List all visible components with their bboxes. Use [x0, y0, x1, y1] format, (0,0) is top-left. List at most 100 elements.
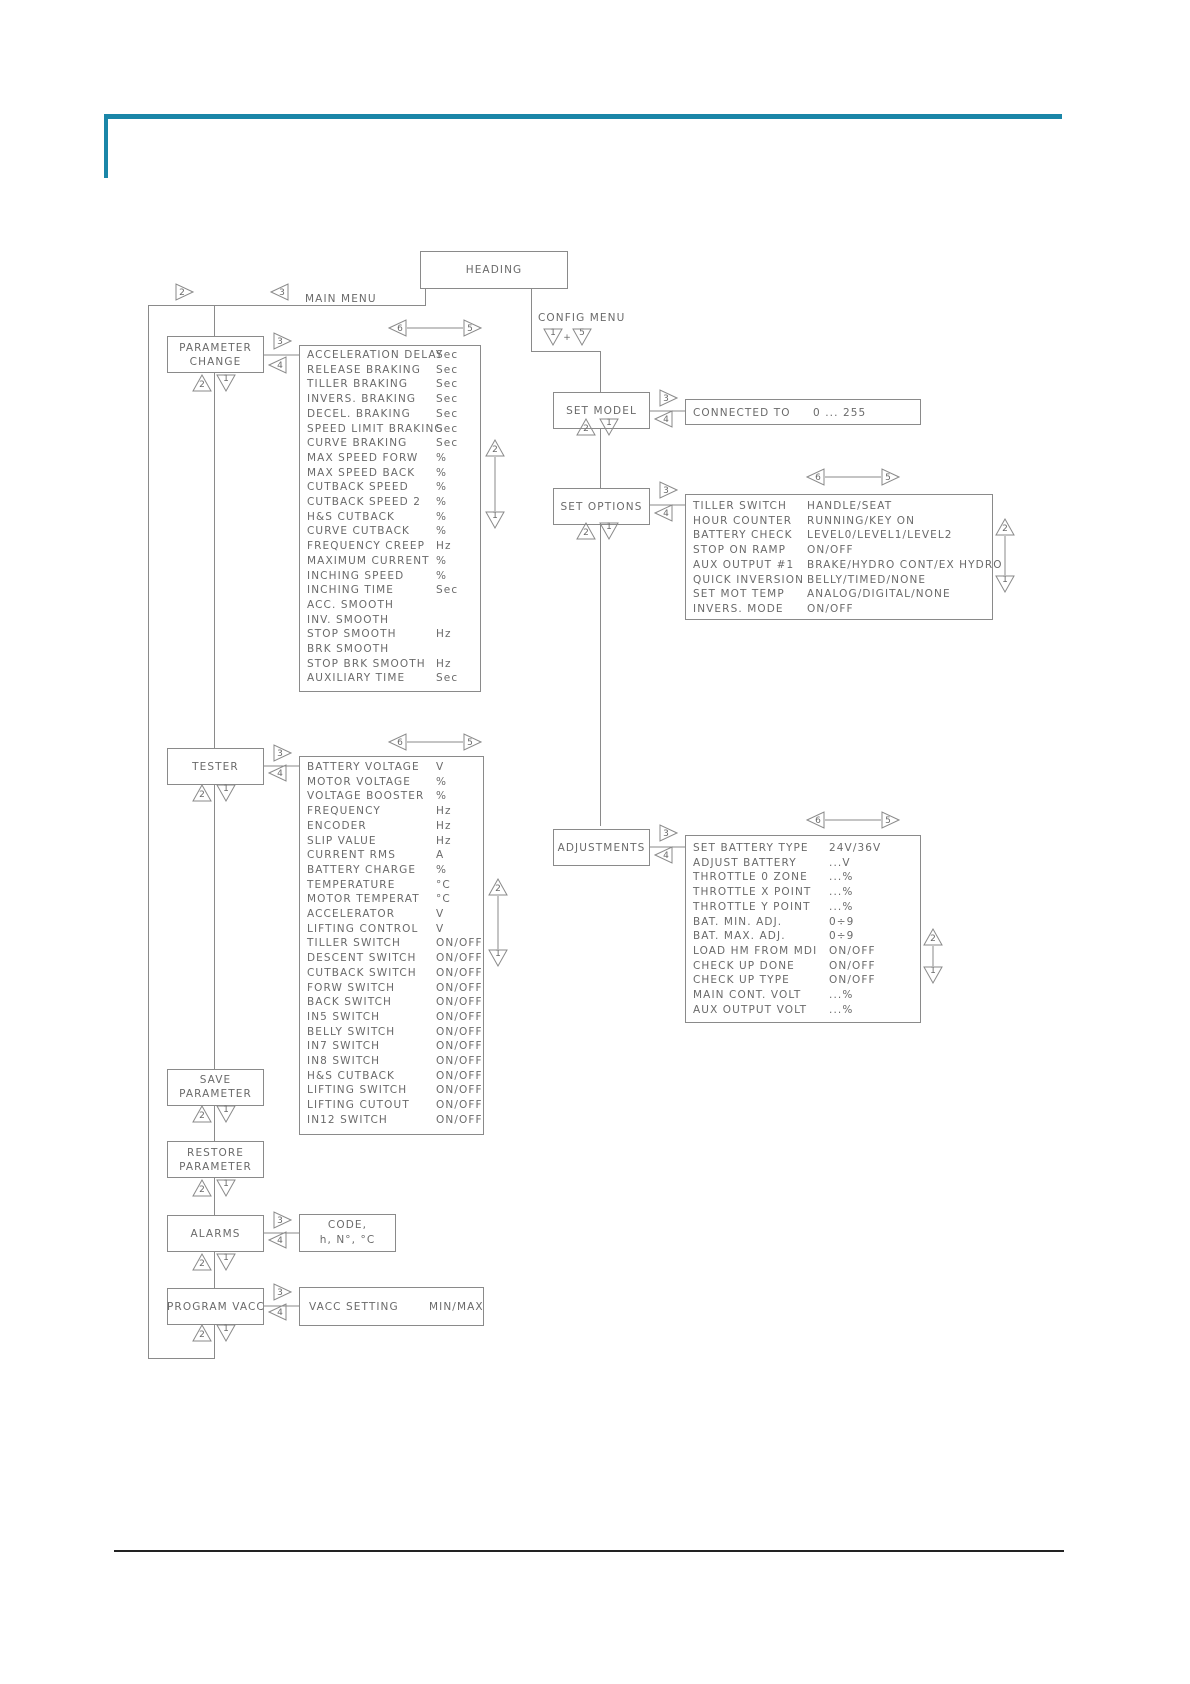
tsList-name: IN7 SWITCH: [307, 1040, 381, 1053]
tsList-name: BELLY SWITCH: [307, 1025, 396, 1038]
key-3-icon: [273, 744, 293, 762]
key-6-label: 6: [815, 816, 821, 826]
soList-value: ON/OFF: [807, 602, 854, 615]
adList-value: ON/OFF: [829, 959, 876, 972]
key-2-icon: [192, 1252, 212, 1271]
pcList-value: Hz: [436, 628, 452, 641]
main-spine: [148, 305, 149, 1359]
key-1-icon: [543, 328, 563, 347]
key-2-label: 2: [495, 884, 501, 894]
pcList-value: Sec: [436, 349, 459, 361]
key-4-icon: [653, 504, 673, 522]
restore-parameter-box[interactable]: [167, 1141, 264, 1178]
key-4-icon: [267, 1303, 287, 1321]
tsList-name: SLIP VALUE: [307, 834, 377, 847]
adjustments-label: ADJUSTMENTS: [557, 842, 646, 854]
pcList-value: Hz: [436, 657, 452, 670]
tsList-value: ON/OFF: [436, 1113, 483, 1126]
alarms-detail-box: [299, 1214, 396, 1252]
set-model-detail-box: [685, 399, 921, 425]
soList-value: RUNNING/KEY ON: [807, 514, 916, 527]
tsList-value: Hz: [436, 805, 452, 818]
tsList-name: TILLER SWITCH: [307, 937, 401, 950]
pcList-value: Sec: [436, 584, 459, 597]
vacc-detail-box: [299, 1287, 484, 1326]
program-vacc-box[interactable]: [167, 1288, 264, 1325]
tsList-value: °C: [436, 878, 451, 891]
key-1-icon: [216, 1253, 236, 1272]
pcList-value: Sec: [436, 393, 459, 406]
save-parameter-box[interactable]: [167, 1069, 264, 1106]
key-5-label: 5: [579, 328, 585, 338]
key-3-icon: [273, 1283, 293, 1301]
key-3-label: 3: [663, 486, 669, 496]
pcList-value: Sec: [436, 363, 459, 376]
key-1-label: 1: [1002, 575, 1008, 585]
tsList-name: MOTOR VOLTAGE: [307, 775, 411, 788]
key-2-label: 2: [199, 1330, 205, 1340]
save-parameter-label-2: PARAMETER: [179, 1088, 252, 1100]
tsList-name: MOTOR TEMPERAT: [307, 893, 420, 906]
tsList-value: Hz: [436, 819, 452, 832]
vacc-setting-label: VACC SETTING: [309, 1301, 399, 1313]
adList-value: ...%: [829, 886, 854, 899]
pcList-name: DECEL. BRAKING: [307, 407, 411, 420]
soList-value: BELLY/TIMED/NONE: [807, 573, 927, 586]
key-2-icon: [995, 517, 1015, 536]
parameter-change-label: PARAMETER: [179, 342, 252, 354]
tester-label: TESTER: [192, 761, 239, 773]
tsList-value: ON/OFF: [436, 937, 483, 950]
pcList-name: TILLER BRAKING: [307, 378, 409, 391]
key-4-label: 4: [663, 509, 669, 519]
key-2-icon: [192, 1323, 212, 1342]
key-2-icon: [923, 927, 943, 946]
adList-value: ...%: [829, 989, 854, 1001]
adList-name: BAT. MIN. ADJ.: [693, 915, 783, 928]
key-3-icon: [659, 481, 679, 499]
tester-box[interactable]: [167, 748, 264, 785]
heading-box[interactable]: [420, 251, 568, 289]
connected-to-label: CONNECTED TO: [693, 407, 791, 419]
tsList-name: CUTBACK SWITCH: [307, 966, 417, 979]
key-2-label: 2: [199, 1111, 205, 1121]
pcList-name: CUTBACK SPEED: [307, 481, 409, 494]
key-1-label: 1: [223, 1179, 229, 1189]
parameter-change-box[interactable]: [167, 336, 264, 373]
tsList-value: ON/OFF: [436, 966, 483, 979]
key-2-icon: [485, 438, 505, 457]
pcList-name: MAX SPEED BACK: [307, 466, 416, 479]
pcList-name: CUTBACK SPEED 2: [307, 496, 422, 508]
pcList-name: STOP BRK SMOOTH: [307, 657, 426, 670]
set-model-box[interactable]: [553, 392, 650, 429]
pcList-name: MAXIMUM CURRENT: [307, 554, 430, 567]
tsList-name: FREQUENCY: [307, 805, 381, 818]
tsList-value: ON/OFF: [436, 1084, 483, 1097]
tsList-name: FORW SWITCH: [307, 981, 396, 994]
key-2-icon: [192, 1178, 212, 1197]
pcList-value: %: [436, 466, 448, 479]
adjustments-list-box: [685, 835, 921, 1023]
set-options-box[interactable]: [553, 488, 650, 525]
set-options-label: SET OPTIONS: [560, 501, 643, 513]
soList-name: HOUR COUNTER: [693, 514, 793, 527]
tsList-name: CURRENT RMS: [307, 849, 396, 862]
soList-name: STOP ON RAMP: [693, 544, 787, 557]
adList-name: THROTTLE Y POINT: [693, 900, 811, 913]
key-5-label: 5: [467, 324, 473, 334]
adList-name: LOAD HM FROM MDI: [693, 944, 818, 957]
key-6-label: 6: [815, 473, 821, 483]
key-6-icon: [805, 811, 825, 829]
program-vacc-label: PROGRAM VACC: [167, 1301, 265, 1313]
alarms-box[interactable]: [167, 1215, 264, 1252]
pcList-value: Sec: [436, 378, 459, 391]
key-4-icon: [267, 764, 287, 782]
tsList-name: ACCELERATOR: [307, 908, 396, 920]
key-4-icon: [267, 1231, 287, 1249]
tsList-value: ON/OFF: [436, 1069, 483, 1082]
adjustments-box[interactable]: [553, 829, 650, 866]
tsList-value: ON/OFF: [436, 1055, 483, 1067]
key-1-label: 1: [223, 1105, 229, 1115]
key-6-label: 6: [397, 738, 403, 748]
pcList-name: INV. SMOOTH: [307, 613, 390, 626]
key-4-label: 4: [663, 415, 669, 425]
